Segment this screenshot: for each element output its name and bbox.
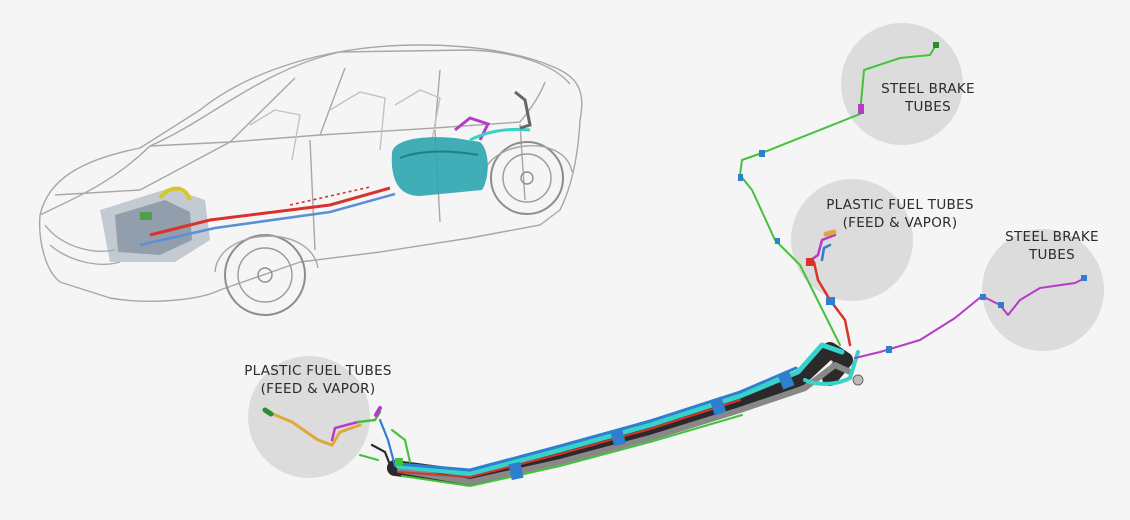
front-wheel-rim <box>237 247 293 303</box>
car-grille <box>44 224 121 265</box>
rear-wheel-arch <box>481 145 573 181</box>
underbody-tube-bundle <box>387 342 860 487</box>
car-blue-line <box>139 192 396 247</box>
label-steel-brake-rear-line2: TUBES <box>1029 247 1075 263</box>
car-windshield <box>149 67 346 147</box>
callout-circle-plastic-fuel-rear <box>248 356 370 478</box>
car-engine <box>100 186 210 262</box>
rear-wheel-hub <box>520 171 534 185</box>
label-steel-brake-front-line2: TUBES <box>905 99 951 115</box>
car-seats <box>249 89 441 161</box>
label-plastic-fuel-rear-line1: PLASTIC FUEL TUBES <box>244 363 392 379</box>
car-hood <box>39 141 231 216</box>
bundle-end-fitting <box>852 374 864 386</box>
callout-circle-steel-brake-front <box>841 23 963 145</box>
label-steel-brake-rear-line1: STEEL BRAKE <box>1005 229 1099 245</box>
plastic-fuel-tube-rear <box>262 406 382 447</box>
plastic-fuel-tube-front <box>806 229 852 347</box>
front-tube-fittings <box>358 418 412 472</box>
label-plastic-fuel-front-line2: (FEED & VAPOR) <box>842 215 958 231</box>
callout-circle-steel-brake-rear <box>982 229 1104 351</box>
callout-circle-plastic-fuel-front <box>791 179 913 301</box>
label-plastic-fuel-rear: PLASTIC FUEL TUBES (FEED & VAPOR) <box>228 362 408 398</box>
car-side-windows <box>319 69 546 136</box>
tube-clips <box>508 370 795 481</box>
label-plastic-fuel-rear-line2: (FEED & VAPOR) <box>260 381 376 397</box>
car-roofline <box>149 49 571 147</box>
car-dotted-line <box>289 186 371 206</box>
car-illustration <box>38 44 583 316</box>
car-body-outline <box>38 44 583 302</box>
label-steel-brake-rear: STEEL BRAKE TUBES <box>972 228 1130 264</box>
car-red-line <box>149 186 391 237</box>
rear-wheel-rim <box>502 153 552 203</box>
label-plastic-fuel-front-line1: PLASTIC FUEL TUBES <box>826 197 974 213</box>
front-wheel <box>224 234 306 316</box>
steel-brake-tube-front <box>739 44 937 346</box>
rear-wheel <box>490 141 564 215</box>
front-wheel-hub <box>257 267 273 283</box>
front-wheel-arch <box>214 235 319 273</box>
label-steel-brake-front-line1: STEEL BRAKE <box>881 81 975 97</box>
steel-brake-rear-fittings <box>886 275 1087 353</box>
steel-brake-front-fittings <box>738 42 939 244</box>
label-plastic-fuel-front: PLASTIC FUEL TUBES (FEED & VAPOR) <box>810 196 990 232</box>
label-steel-brake-front: STEEL BRAKE TUBES <box>848 80 1008 116</box>
car-fuel-tank <box>391 90 532 196</box>
